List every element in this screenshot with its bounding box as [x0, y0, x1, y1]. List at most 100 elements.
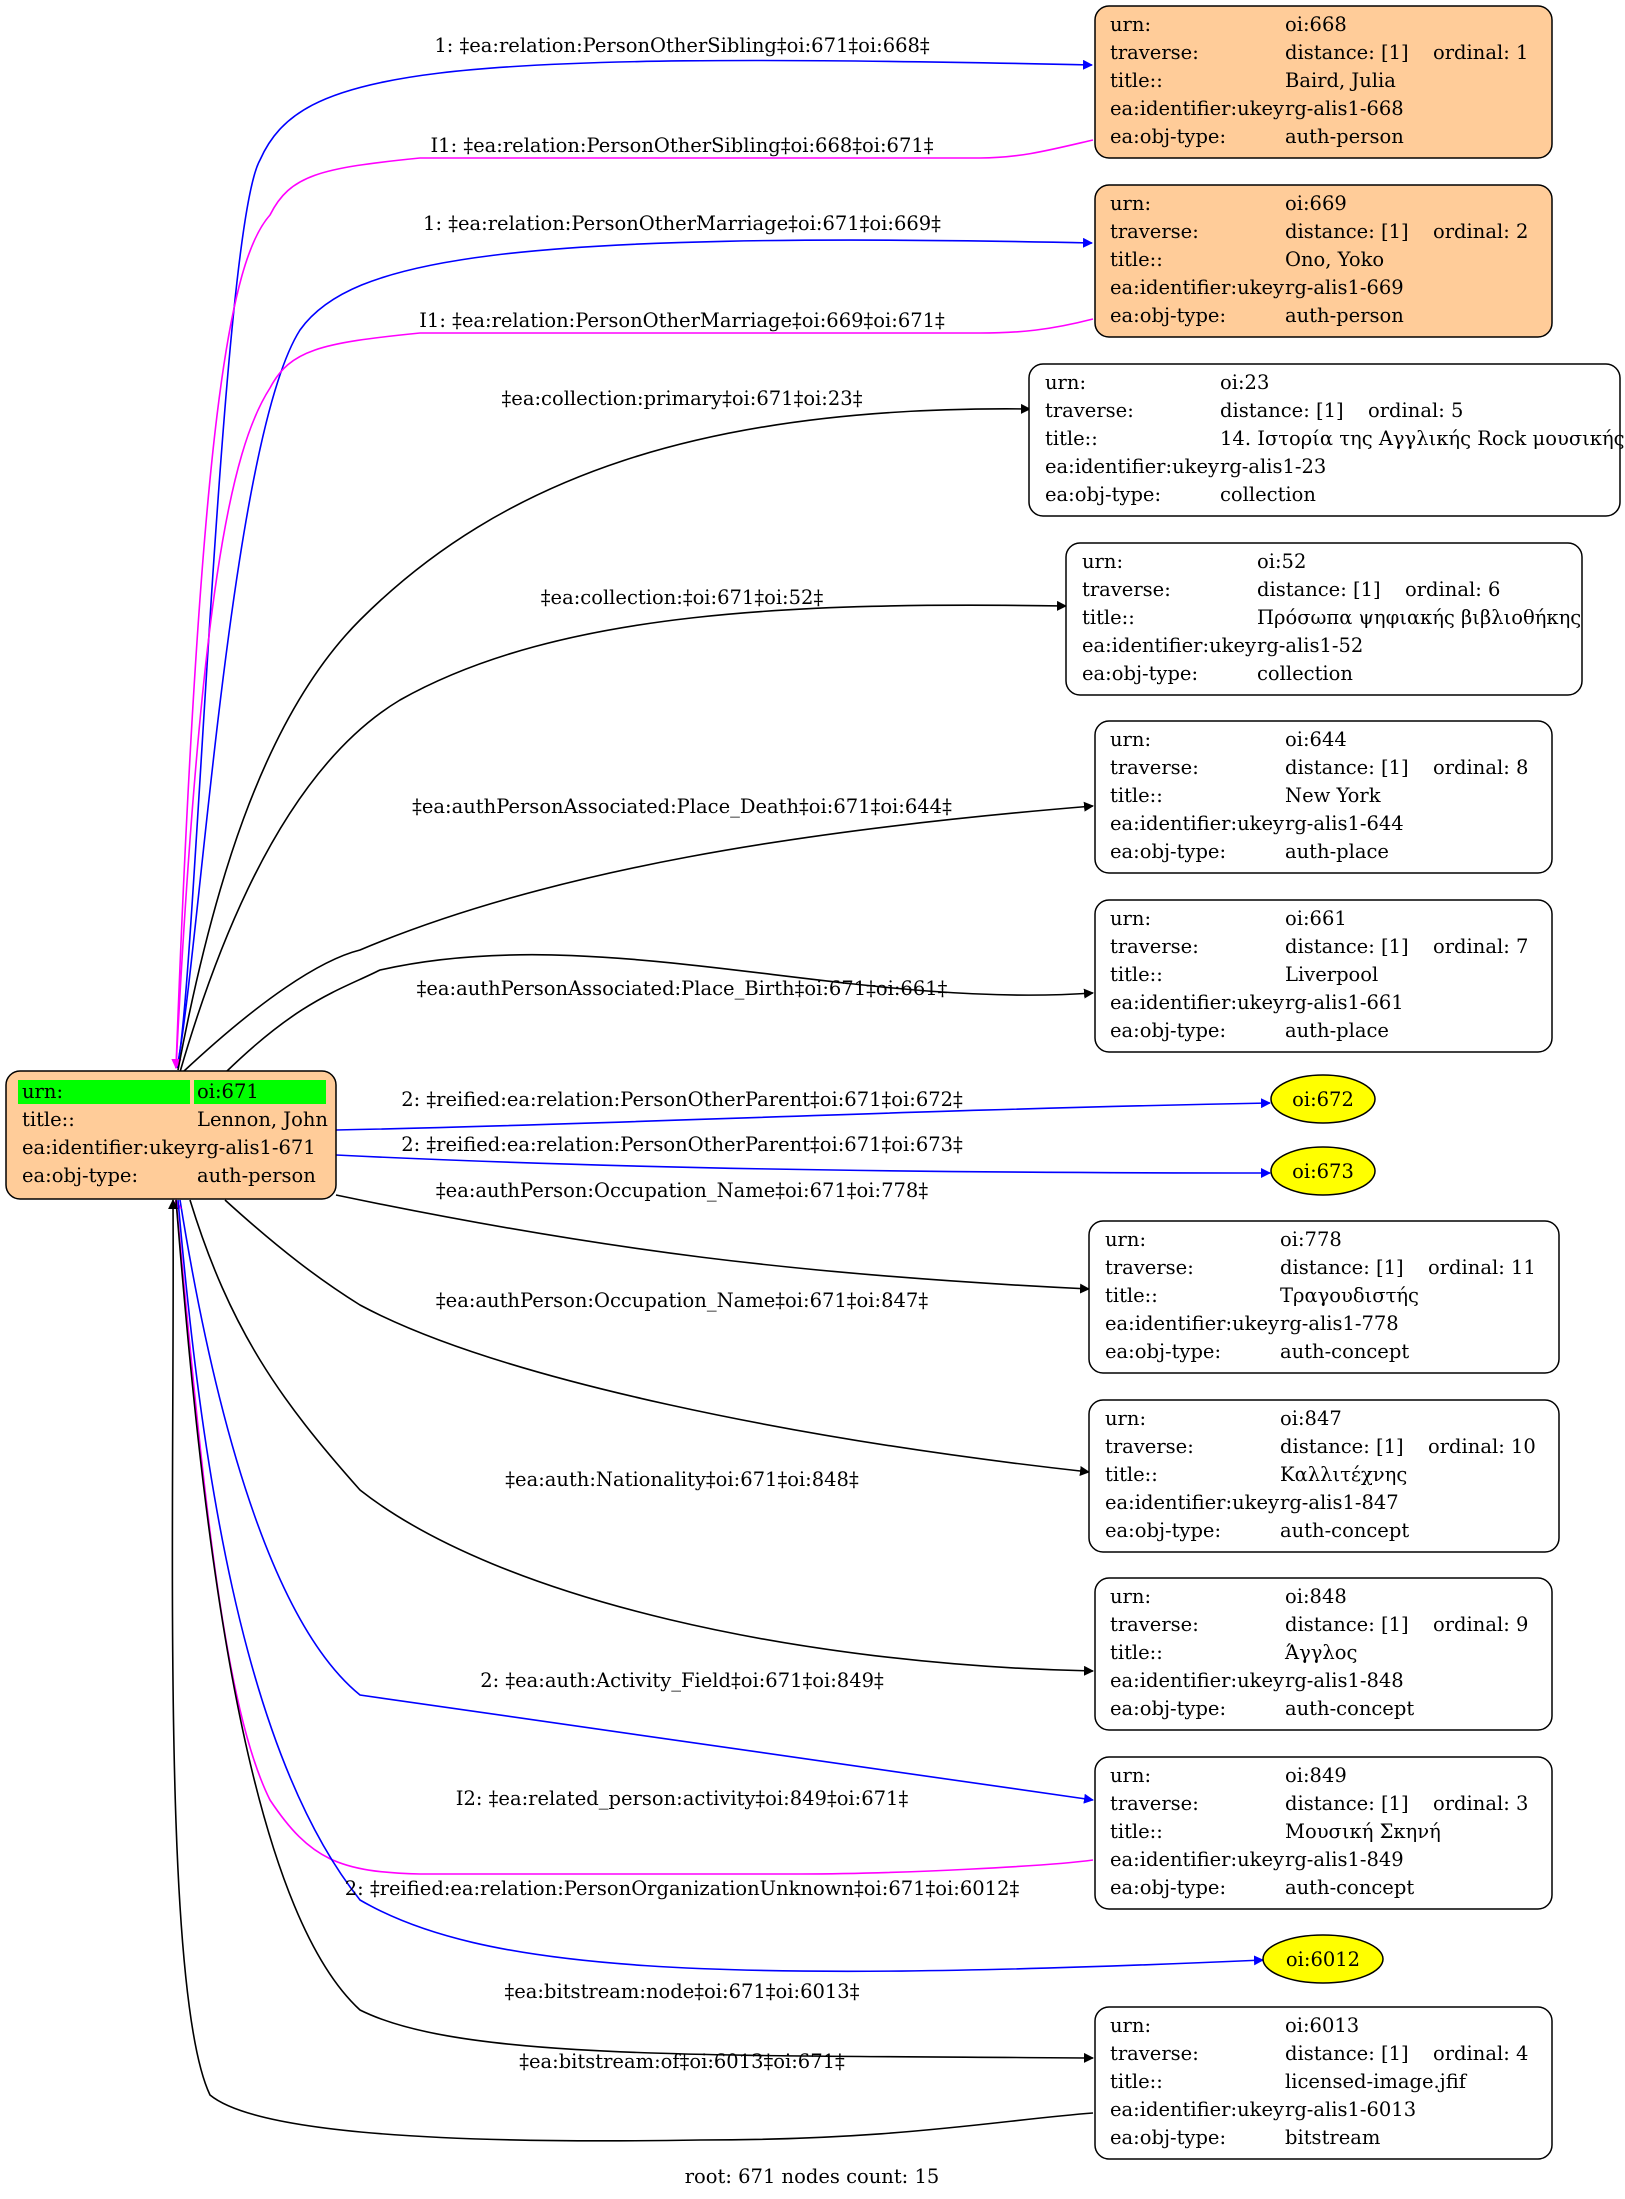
node-oi-672[interactable]: oi:672	[1270, 1074, 1376, 1124]
node-urn: oi:644	[1285, 728, 1347, 751]
edge-e11	[335, 1194, 1090, 1294]
node-distance: distance: [1]	[1285, 756, 1409, 779]
node-row-key: ea:obj-type:	[1110, 304, 1226, 327]
node-row-key: title::	[1082, 606, 1135, 629]
edge-label-e7: ‡ea:authPersonAssociated:Place_Death‡oi:…	[412, 795, 952, 818]
node-row-key: ea:obj-type:	[1105, 1340, 1221, 1363]
node-row-key: ea:identifier:ukey	[1045, 455, 1219, 478]
node-distance: distance: [1]	[1285, 41, 1409, 64]
node-row-key: ea:identifier:ukey	[1105, 1312, 1279, 1335]
edge-e3	[176, 237, 1093, 1069]
node-ordinal: ordinal: 11	[1428, 1256, 1536, 1279]
node-distance: distance: [1]	[1280, 1435, 1404, 1458]
edge-e10	[335, 1154, 1271, 1178]
node-ukey: rg-alis1-644	[1285, 812, 1404, 835]
node-row-key: title::	[1045, 427, 1098, 450]
edge-e15	[171, 1199, 1094, 1875]
node-obj-type: auth-concept	[1280, 1340, 1409, 1363]
edge-e4	[171, 318, 1094, 1069]
node-row-key: title::	[1105, 1463, 1158, 1486]
node-ordinal: ordinal: 3	[1433, 1792, 1528, 1815]
node-row-key: ea:obj-type:	[1105, 1519, 1221, 1542]
node-row-key: traverse:	[1110, 220, 1199, 243]
ellipse-label: oi:673	[1292, 1160, 1354, 1183]
node-row-key: urn:	[1105, 1228, 1146, 1251]
node-obj-type: collection	[1257, 662, 1353, 685]
edge-label-e8: ‡ea:authPersonAssociated:Place_Birth‡oi:…	[417, 977, 948, 1000]
node-row-key: ea:identifier:ukey	[1110, 991, 1284, 1014]
node-urn: oi:52	[1257, 550, 1306, 573]
node-distance: distance: [1]	[1257, 578, 1381, 601]
node-oi-6012[interactable]: oi:6012	[1262, 1934, 1384, 1984]
node-row-key: urn:	[1082, 550, 1123, 573]
node-urn: oi:778	[1280, 1228, 1342, 1251]
node-obj-type: auth-person	[1285, 125, 1404, 148]
node-ukey: rg-alis1-848	[1285, 1669, 1404, 1692]
node-ukey: rg-alis1-6013	[1285, 2098, 1416, 2121]
node-urn: oi:849	[1285, 1764, 1347, 1787]
node-obj-type: auth-place	[1285, 1019, 1389, 1042]
node-title: Liverpool	[1285, 963, 1378, 986]
node-urn: oi:23	[1220, 371, 1269, 394]
node-row-key: ea:obj-type:	[1082, 662, 1198, 685]
node-row-key: ea:obj-type:	[1045, 483, 1161, 506]
node-row-key: ea:identifier:ukey	[1110, 1669, 1284, 1692]
node-oi-673[interactable]: oi:673	[1270, 1146, 1376, 1196]
node-obj-type: auth-concept	[1285, 1876, 1414, 1899]
node-row-key: urn:	[1110, 2014, 1151, 2037]
edge-label-e4: I1: ‡ea:relation:PersonOtherMarriage‡oi:…	[419, 309, 945, 332]
edge-e2	[171, 139, 1094, 1069]
edge-e1	[176, 59, 1093, 1069]
edge-label-e10: 2: ‡reified:ea:relation:PersonOtherParen…	[401, 1133, 963, 1156]
node-ordinal: ordinal: 5	[1368, 399, 1463, 422]
node-distance: distance: [1]	[1220, 399, 1344, 422]
edge-label-e9: 2: ‡reified:ea:relation:PersonOtherParen…	[401, 1088, 963, 1111]
edge-label-e2: I1: ‡ea:relation:PersonOtherSibling‡oi:6…	[430, 134, 933, 157]
node-row-key: ea:obj-type:	[1110, 2126, 1226, 2149]
edge-label-e1: 1: ‡ea:relation:PersonOtherSibling‡oi:67…	[434, 34, 930, 57]
node-row-key: ea:obj-type:	[1110, 840, 1226, 863]
ellipse-label: oi:672	[1292, 1088, 1354, 1111]
node-row-key: title::	[1110, 1641, 1163, 1664]
node-ukey: rg-alis1-778	[1280, 1312, 1399, 1335]
node-row-key: title::	[1110, 784, 1163, 807]
edge-e6	[179, 600, 1067, 1073]
node-row-key: ea:obj-type:	[1110, 1876, 1226, 1899]
node-row-key: ea:identifier:ukey	[1110, 812, 1284, 835]
node-row-key: urn:	[1110, 728, 1151, 751]
node-row-key: traverse:	[1110, 935, 1199, 958]
node-ordinal: ordinal: 1	[1433, 41, 1528, 64]
node-row-key: traverse:	[1105, 1435, 1194, 1458]
node-row-key: traverse:	[1045, 399, 1134, 422]
root-row-key: title::	[22, 1108, 75, 1131]
node-row-key: ea:obj-type:	[1110, 1697, 1226, 1720]
node-row-key: traverse:	[1110, 1613, 1199, 1636]
node-row-key: urn:	[1110, 1764, 1151, 1787]
node-urn: oi:848	[1285, 1585, 1347, 1608]
node-row-key: title::	[1110, 69, 1163, 92]
edge-e8	[225, 953, 1094, 1073]
node-title: New York	[1285, 784, 1381, 807]
edge-label-e16: 2: ‡reified:ea:relation:PersonOrganizati…	[345, 1877, 1020, 1900]
edge-label-e13: ‡ea:auth:Nationality‡oi:671‡oi:848‡	[505, 1468, 859, 1491]
node-ordinal: ordinal: 10	[1428, 1435, 1536, 1458]
edge-label-e14: 2: ‡ea:auth:Activity_Field‡oi:671‡oi:849…	[480, 1669, 884, 1692]
root-urn-value-highlight	[194, 1080, 326, 1104]
root-row-key: ea:obj-type:	[22, 1164, 138, 1187]
node-row-key: ea:obj-type:	[1110, 125, 1226, 148]
node-row-key: title::	[1110, 963, 1163, 986]
node-title: Μουσική Σκηνή	[1285, 1820, 1441, 1843]
